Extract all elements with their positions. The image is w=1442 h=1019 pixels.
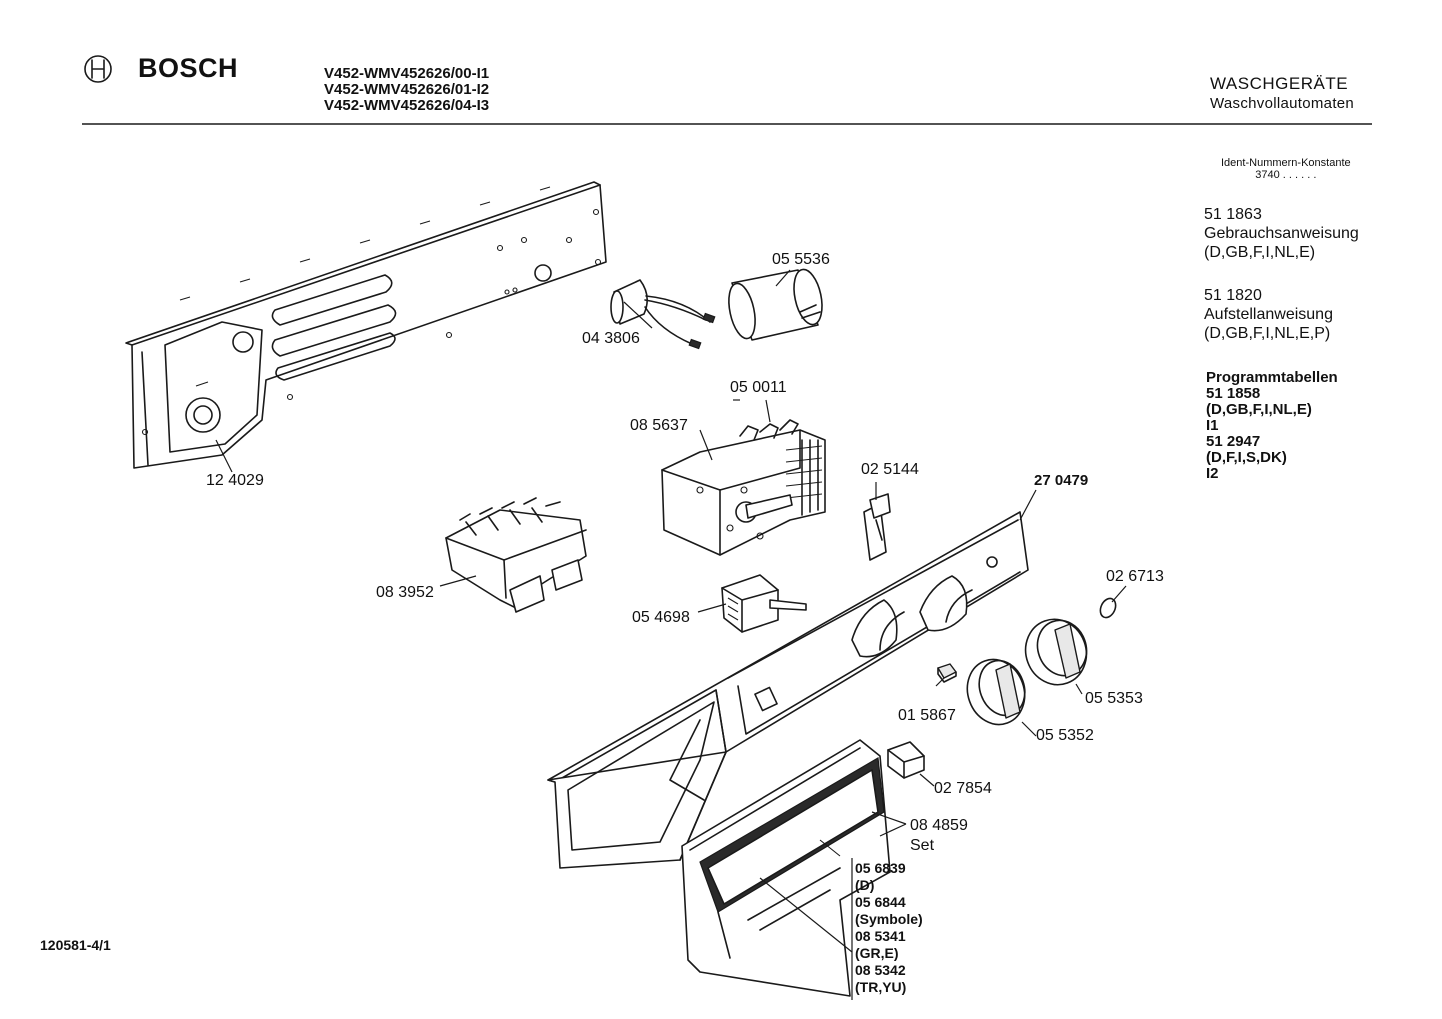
support-bracket-part (125, 181, 607, 469)
window-variant-number: 08 5341 (855, 928, 906, 944)
model-number: V452-WMV452626/00-I1 (324, 65, 490, 82)
program-table-languages: (D,GB,F,I,NL,E) (1206, 401, 1312, 418)
bosch-armature-logo-icon (84, 55, 112, 83)
category-title: WASCHGERÄTE (1210, 74, 1349, 93)
part-number-label: 02 6713 (1106, 568, 1164, 585)
part-number-label: 05 5352 (1036, 727, 1094, 744)
capacitor-with-wires-part (610, 279, 716, 350)
control-panel-fascia-part (547, 511, 1029, 869)
document-title: Aufstellanweisung (1204, 306, 1333, 323)
model-number: V452-WMV452626/01-I2 (324, 81, 490, 98)
part-number-label: 08 5637 (630, 417, 688, 434)
window-variant-code: (TR,YU) (855, 979, 907, 995)
document-languages: (D,GB,F,I,NL,E) (1204, 244, 1316, 261)
ident-value: 3740 . . . . . . (1255, 169, 1317, 181)
ident-block: Ident-Nummern-Konstante 3740 . . . . . . (1221, 157, 1351, 181)
window-variant-number: 05 6839 (855, 860, 906, 876)
document-languages: (D,GB,F,I,NL,E,P) (1204, 325, 1331, 342)
knob-small-part (966, 658, 1026, 726)
window-variant-code: (GR,E) (855, 945, 899, 961)
program-timer-part (661, 419, 826, 556)
document-entry: 51 1863 Gebrauchsanweisung (D,GB,F,I,NL,… (1204, 205, 1359, 262)
document-number: 51 1820 (1204, 287, 1262, 304)
window-variant-list: 05 6839 (D) 05 6844 (Symbole) 08 5341 (G… (855, 860, 923, 996)
part-number-label: 05 0011 (730, 379, 787, 396)
motor-capacitor-part (728, 268, 823, 341)
program-table-number: 51 2947 (1206, 433, 1261, 450)
window-variant-number: 05 6844 (855, 894, 906, 910)
program-table-number: 51 1858 (1206, 385, 1261, 402)
drawing-number: 120581-4/1 (40, 937, 111, 953)
ident-label: Ident-Nummern-Konstante (1221, 157, 1351, 169)
switch-block-part (445, 497, 587, 613)
part-number-label: 02 5144 (861, 461, 919, 478)
document-entry: 51 1820 Aufstellanweisung (D,GB,F,I,NL,E… (1204, 286, 1333, 343)
selector-switch-part (721, 574, 807, 633)
model-list: V452-WMV452626/00-I1 V452-WMV452626/01-I… (324, 66, 489, 114)
part-number-label: 05 5353 (1085, 690, 1143, 707)
part-number-label: 08 4859 (910, 817, 968, 834)
small-button-part (937, 663, 957, 683)
brand-name: BOSCH (138, 53, 239, 83)
part-number-label: 05 5536 (772, 251, 830, 268)
part-number-label: 08 3952 (376, 584, 434, 601)
program-tables-block: Programmtabellen 51 1858 (D,GB,F,I,NL,E)… (1206, 370, 1338, 482)
part-number-label: 27 0479 (1034, 472, 1089, 489)
leader-lines (215, 269, 1127, 1000)
model-number: V452-WMV452626/04-I3 (324, 97, 490, 114)
knob-large-part (1024, 618, 1088, 686)
part-number-label: 01 5867 (898, 707, 956, 724)
detergent-drawer-front-part (681, 739, 891, 997)
program-table-variant: I2 (1206, 465, 1219, 482)
clip-part (863, 493, 891, 561)
window-variant-code: (D) (855, 877, 875, 893)
part-number-label: 12 4029 (206, 472, 264, 489)
document-title: Gebrauchsanweisung (1204, 225, 1359, 242)
lens-cap-part (1099, 597, 1117, 619)
small-block-part (887, 741, 925, 779)
window-variant-code: (Symbole) (855, 911, 923, 927)
category-subtitle: Waschvollautomaten (1210, 95, 1355, 112)
part-number-label: 05 4698 (632, 609, 690, 626)
part-number-label: 04 3806 (582, 330, 640, 347)
part-set-note: Set (910, 837, 935, 854)
part-number-label: 02 7854 (934, 780, 992, 797)
document-number: 51 1863 (1204, 206, 1262, 223)
window-variant-number: 08 5342 (855, 962, 906, 978)
program-tables-heading: Programmtabellen (1206, 369, 1338, 386)
program-table-variant: I1 (1206, 417, 1219, 434)
program-table-languages: (D,F,I,S,DK) (1206, 449, 1287, 466)
